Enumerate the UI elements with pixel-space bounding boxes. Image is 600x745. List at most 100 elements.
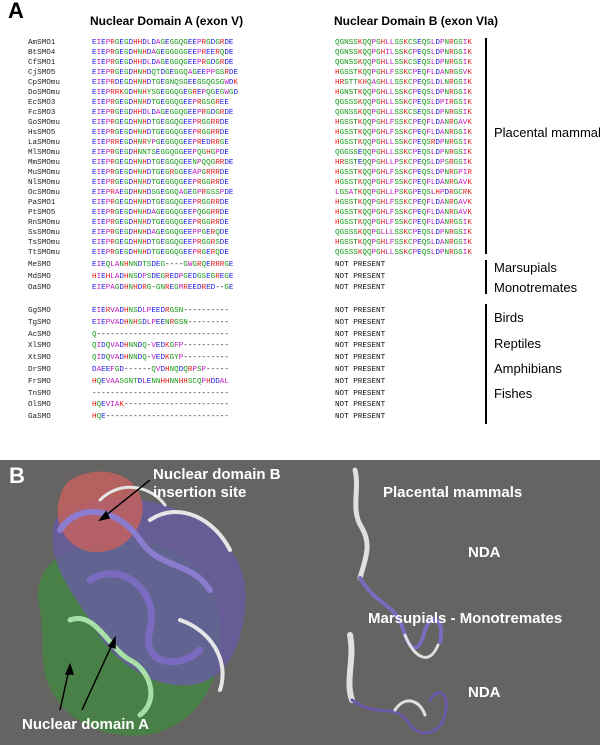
nda-label-placental: NDA [468, 544, 501, 561]
header-nuclear-domain-b: Nuclear Domain B (exon VIa) [334, 14, 499, 28]
not-present-label: NOT PRESENT [335, 342, 386, 351]
sequence-domain-b: HRSTTKHQAGHLLSSKCPEQSLDLNRGSIK [335, 79, 472, 87]
sequence-name: LaSMOmu [28, 139, 60, 147]
sequence-domain-a: EIEPRGEGDHHDLDAGEGGQGEEPRGDGRDE [92, 39, 234, 47]
annotation-arrows [59, 479, 151, 711]
sequence-name: TsSMOmu [28, 239, 60, 247]
sequence-name: GgSMO [28, 307, 51, 315]
sequence-name: DoSMOmu [28, 89, 60, 97]
sequence-name: BtSMO4 [28, 49, 56, 57]
sequence-domain-a: EIEPRRKGDHNHYSGEGGQGEGREPQGEGWGD [92, 89, 238, 97]
not-present-label: NOT PRESENT [335, 272, 386, 281]
sequence-name: MdSMO [28, 272, 51, 281]
sequence-domain-b: HRSSTEQQPGHLLPSKCPEQSLDPSRGSIK [335, 159, 472, 167]
sequence-name: TtSMOmu [28, 249, 60, 257]
sequence-domain-b: HGSSTKQQPGHLFSSKCPEQFLDANRGAVK [335, 199, 472, 207]
sequence-domain-a: ------------------------------ [92, 389, 229, 398]
placental-nda-ribbon [352, 467, 444, 659]
sequence-name: MmSMOmu [28, 159, 60, 167]
sequence-domain-a: HQEVIAK----------------------- [92, 401, 229, 410]
sequence-name: TgSMO [28, 318, 51, 327]
sequence-name: OaSMO [28, 284, 51, 292]
protein-structure-render [38, 467, 448, 736]
group-label-birds: Birds [494, 310, 524, 325]
sequence-domain-b: HGNSTKQQPGHLLSSKCPEQSLDPNRGSIK [335, 89, 472, 97]
sequence-domain-b: QGNSSKQQPGHILSSKCPEQSLDPNRGSIK [335, 49, 472, 57]
sequence-domain-a: HQEVAASGNTDLENNHHNNHHSCQPHDDAL [92, 377, 229, 386]
sequence-name: CjSMO5 [28, 69, 56, 77]
not-present-label: NOT PRESENT [335, 401, 386, 410]
sequence-domain-a: EIEPRGEGDHNHDTGEGGQGEEPRGGRRDE [92, 119, 229, 127]
sequence-domain-b: QGSSSKQQPGLLLSSKCPEQSLDPNRGSIK [335, 229, 472, 237]
sequence-domain-a: EIEPRGEGDHNHDQTDGEGGQAGEEPPGSRDE [92, 69, 238, 77]
sequence-domain-a: EIEPRGEGDHHDLDAGEGGQGEEPRGDGRDE [92, 109, 234, 117]
group-label-monotremates: Monotremates [494, 280, 578, 295]
not-present-label: NOT PRESENT [335, 366, 386, 374]
sequence-name: FcSMO3 [28, 109, 56, 117]
sequence-domain-a: EIEPRGEGDHNHDTGEGRGGEEAPGRRRDE [92, 169, 229, 177]
sequence-domain-b: QGNSSKQQPGHLLSSKCSEQSLDPNRGSIK [335, 59, 472, 67]
sequence-domain-a: EIEPRGEGDHNHDAGEGGQGEEPPGERQDE [92, 229, 229, 237]
group-label-marsupials: Marsupials [494, 260, 557, 275]
sequence-domain-a: EIEQLANHNNDTSDEG----GWGRQERRRGE [92, 261, 234, 269]
sequence-domain-b: HGSSTKQQPGHLFSSKCPEQFLDANRGAVK [335, 209, 472, 217]
sequence-domain-a: EIEPRGEGDHNNTSEGGQGGEEPQGHGPDE [92, 149, 229, 157]
sequence-domain-b: QGSSSKQQPGHLLSSKCPEQSLDPNRGSIK [335, 249, 472, 257]
nuclear-domain-a-label: Nuclear domain A [22, 716, 149, 733]
sequence-domain-a: EIEPRGEGDHNHDTGEGGQGEEPRGGRRDE [92, 129, 229, 137]
sequence-domain-b: HGSSTKQQPGHLFSSKCPEQFLDANRGSVK [335, 69, 472, 77]
sequence-name: OlSMO [28, 401, 51, 410]
sequence-name: PaSMO1 [28, 199, 56, 207]
sequence-domain-b: HGSSTKQQPGHLFSSKCPEQFLDANRGSIK [335, 129, 472, 137]
not-present-label: NOT PRESENT [335, 413, 386, 422]
sequence-name: DrSMO [28, 366, 51, 374]
placental-mammals-label: Placental mammals [383, 484, 523, 501]
sequence-domain-a: EIEPRGEGDHNHDTGEGGQGEEPRGGRRDE [92, 199, 229, 207]
sequence-domain-a: EIEPRGEGDHNHDTGEGGQGEEPRGGRRDE [92, 179, 229, 187]
sequence-domain-b: LGSATKQQPGHLLPSKGPEQSLHPDRGCRK [335, 189, 472, 197]
sequence-domain-b: HGSSTKQQPGHLLSSKCPEQSRDPNRGSIK [335, 139, 472, 147]
sequence-domain-a: EIERVADHNSDLPEEDRGSN---------- [92, 307, 229, 315]
sequence-name: CpSMOmu [28, 79, 60, 87]
sequence-domain-a: EIEPRREGDHNRYPGEGGQGEEPREDRRGE [92, 139, 229, 147]
sequence-name: MlSMOmu [28, 149, 60, 157]
sequence-name: AcSMO [28, 330, 51, 339]
sequence-name: SsSMOmu [28, 229, 60, 237]
not-present-label: NOT PRESENT [335, 377, 386, 386]
insertion-label-line1: Nuclear domain B [153, 466, 281, 483]
non-mammals-bracket [485, 304, 487, 424]
sequence-domain-a: EIEPRGEGDHNHDTGEGGQGEEPRGGRSDE [92, 239, 229, 247]
sequence-domain-a: EIEPRGEGDHNHDTGEGGQGEEPRGSGREE [92, 99, 229, 107]
group-label-amphibians: Amphibians [494, 361, 562, 376]
sequence-domain-b: HGSSTKQQPGHLFSSKCPEQFLDANRGAVK [335, 179, 472, 187]
nda-label-marsupials: NDA [468, 684, 501, 701]
group-label-placental: Placental mammals [494, 125, 600, 140]
sequence-domain-a: EIEPRDEGDHNHDTGEGNQSGEEGSQGSGWDK [92, 79, 238, 87]
sequence-domain-a: EIEPRGEGDHNHDTGEGGQGEEPRGGRRDE [92, 219, 229, 227]
marsupials-nda-ribbon [346, 632, 448, 735]
sequence-name: PtSMO5 [28, 209, 56, 217]
sequence-domain-a: EIEPRGEGDHHDLDAGEGGQGEEPRGDGRDE [92, 59, 234, 67]
sequence-name: HsSMO5 [28, 129, 56, 137]
not-present-label: NOT PRESENT [335, 284, 386, 292]
not-present-label: NOT PRESENT [335, 261, 386, 269]
sequence-name: OcSMOmu [28, 189, 60, 197]
sequence-domain-b: HGSSTKQQPGHLFSSKCPEQSLDANRGSIK [335, 239, 472, 247]
not-present-label: NOT PRESENT [335, 389, 386, 398]
sequence-domain-a: DAEEFGD------QVDHNQDQRPSP----- [92, 366, 229, 374]
sequence-name: RnSMOmu [28, 219, 60, 227]
sequence-name: GoSMOmu [28, 119, 60, 127]
sequence-name: MuSMOmu [28, 169, 60, 177]
marsupials-monotremates-label: Marsupials - Monotremates [368, 610, 563, 627]
placental-bracket [485, 38, 487, 254]
header-nuclear-domain-a: Nuclear Domain A (exon V) [90, 14, 244, 28]
sequence-domain-a: EIEPRAEGDHNHDSGEGGQAGEGPRGSSPDE [92, 189, 234, 197]
sequence-domain-b: HGSSTKQQPGHLFSSKCPEQSLDPNRGPIR [335, 169, 472, 177]
sequence-name: EcSMO3 [28, 99, 56, 107]
sequence-domain-b: QGSSSKQQPGHLLSSKCPEQSLDPIRGSIK [335, 99, 472, 107]
group-label-reptiles: Reptiles [494, 336, 541, 351]
sequence-domain-a: EIEPRGEGDHNHDTGEGGQGEENPQQGRRDE [92, 159, 234, 167]
ribbon-strands [57, 485, 232, 718]
sequence-name: AmSMO1 [28, 39, 56, 47]
panel-a-letter: A [8, 0, 24, 23]
